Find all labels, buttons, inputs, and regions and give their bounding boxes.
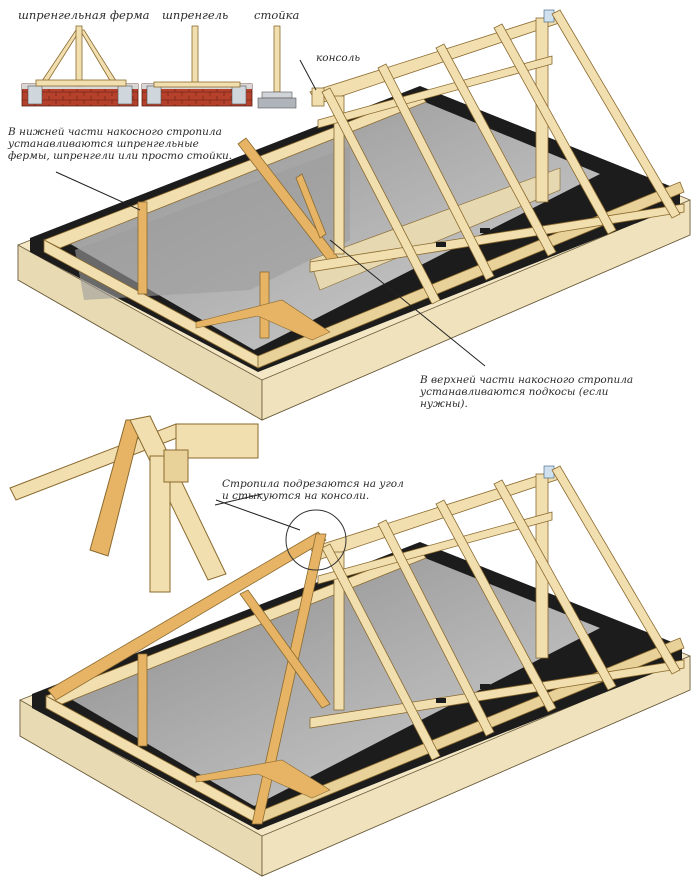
bottom-roof-diagram [19,465,691,877]
callout-lower-note: В нижней части накосного стропила устана… [8,126,233,162]
leader-lines-top [55,59,486,367]
legend-truss-figure [21,25,139,107]
legend-label-truss: шпренгельная ферма [18,8,150,22]
legend-label-post: стойка [254,8,300,22]
legend-strut-figure [141,25,253,107]
rafter-joint-detail [9,415,259,593]
legend-post-figure [257,25,297,109]
leader-lines-bottom [214,493,301,531]
legend-label-strut: шпренгель [162,8,229,22]
callout-upper-note: В верхней части накосного стропила устан… [420,374,634,410]
callout-cut-note: Стропила подрезаются на угол и стыкуются… [222,478,404,502]
callout-console: консоль [316,52,361,64]
top-roof-diagram [17,9,691,421]
